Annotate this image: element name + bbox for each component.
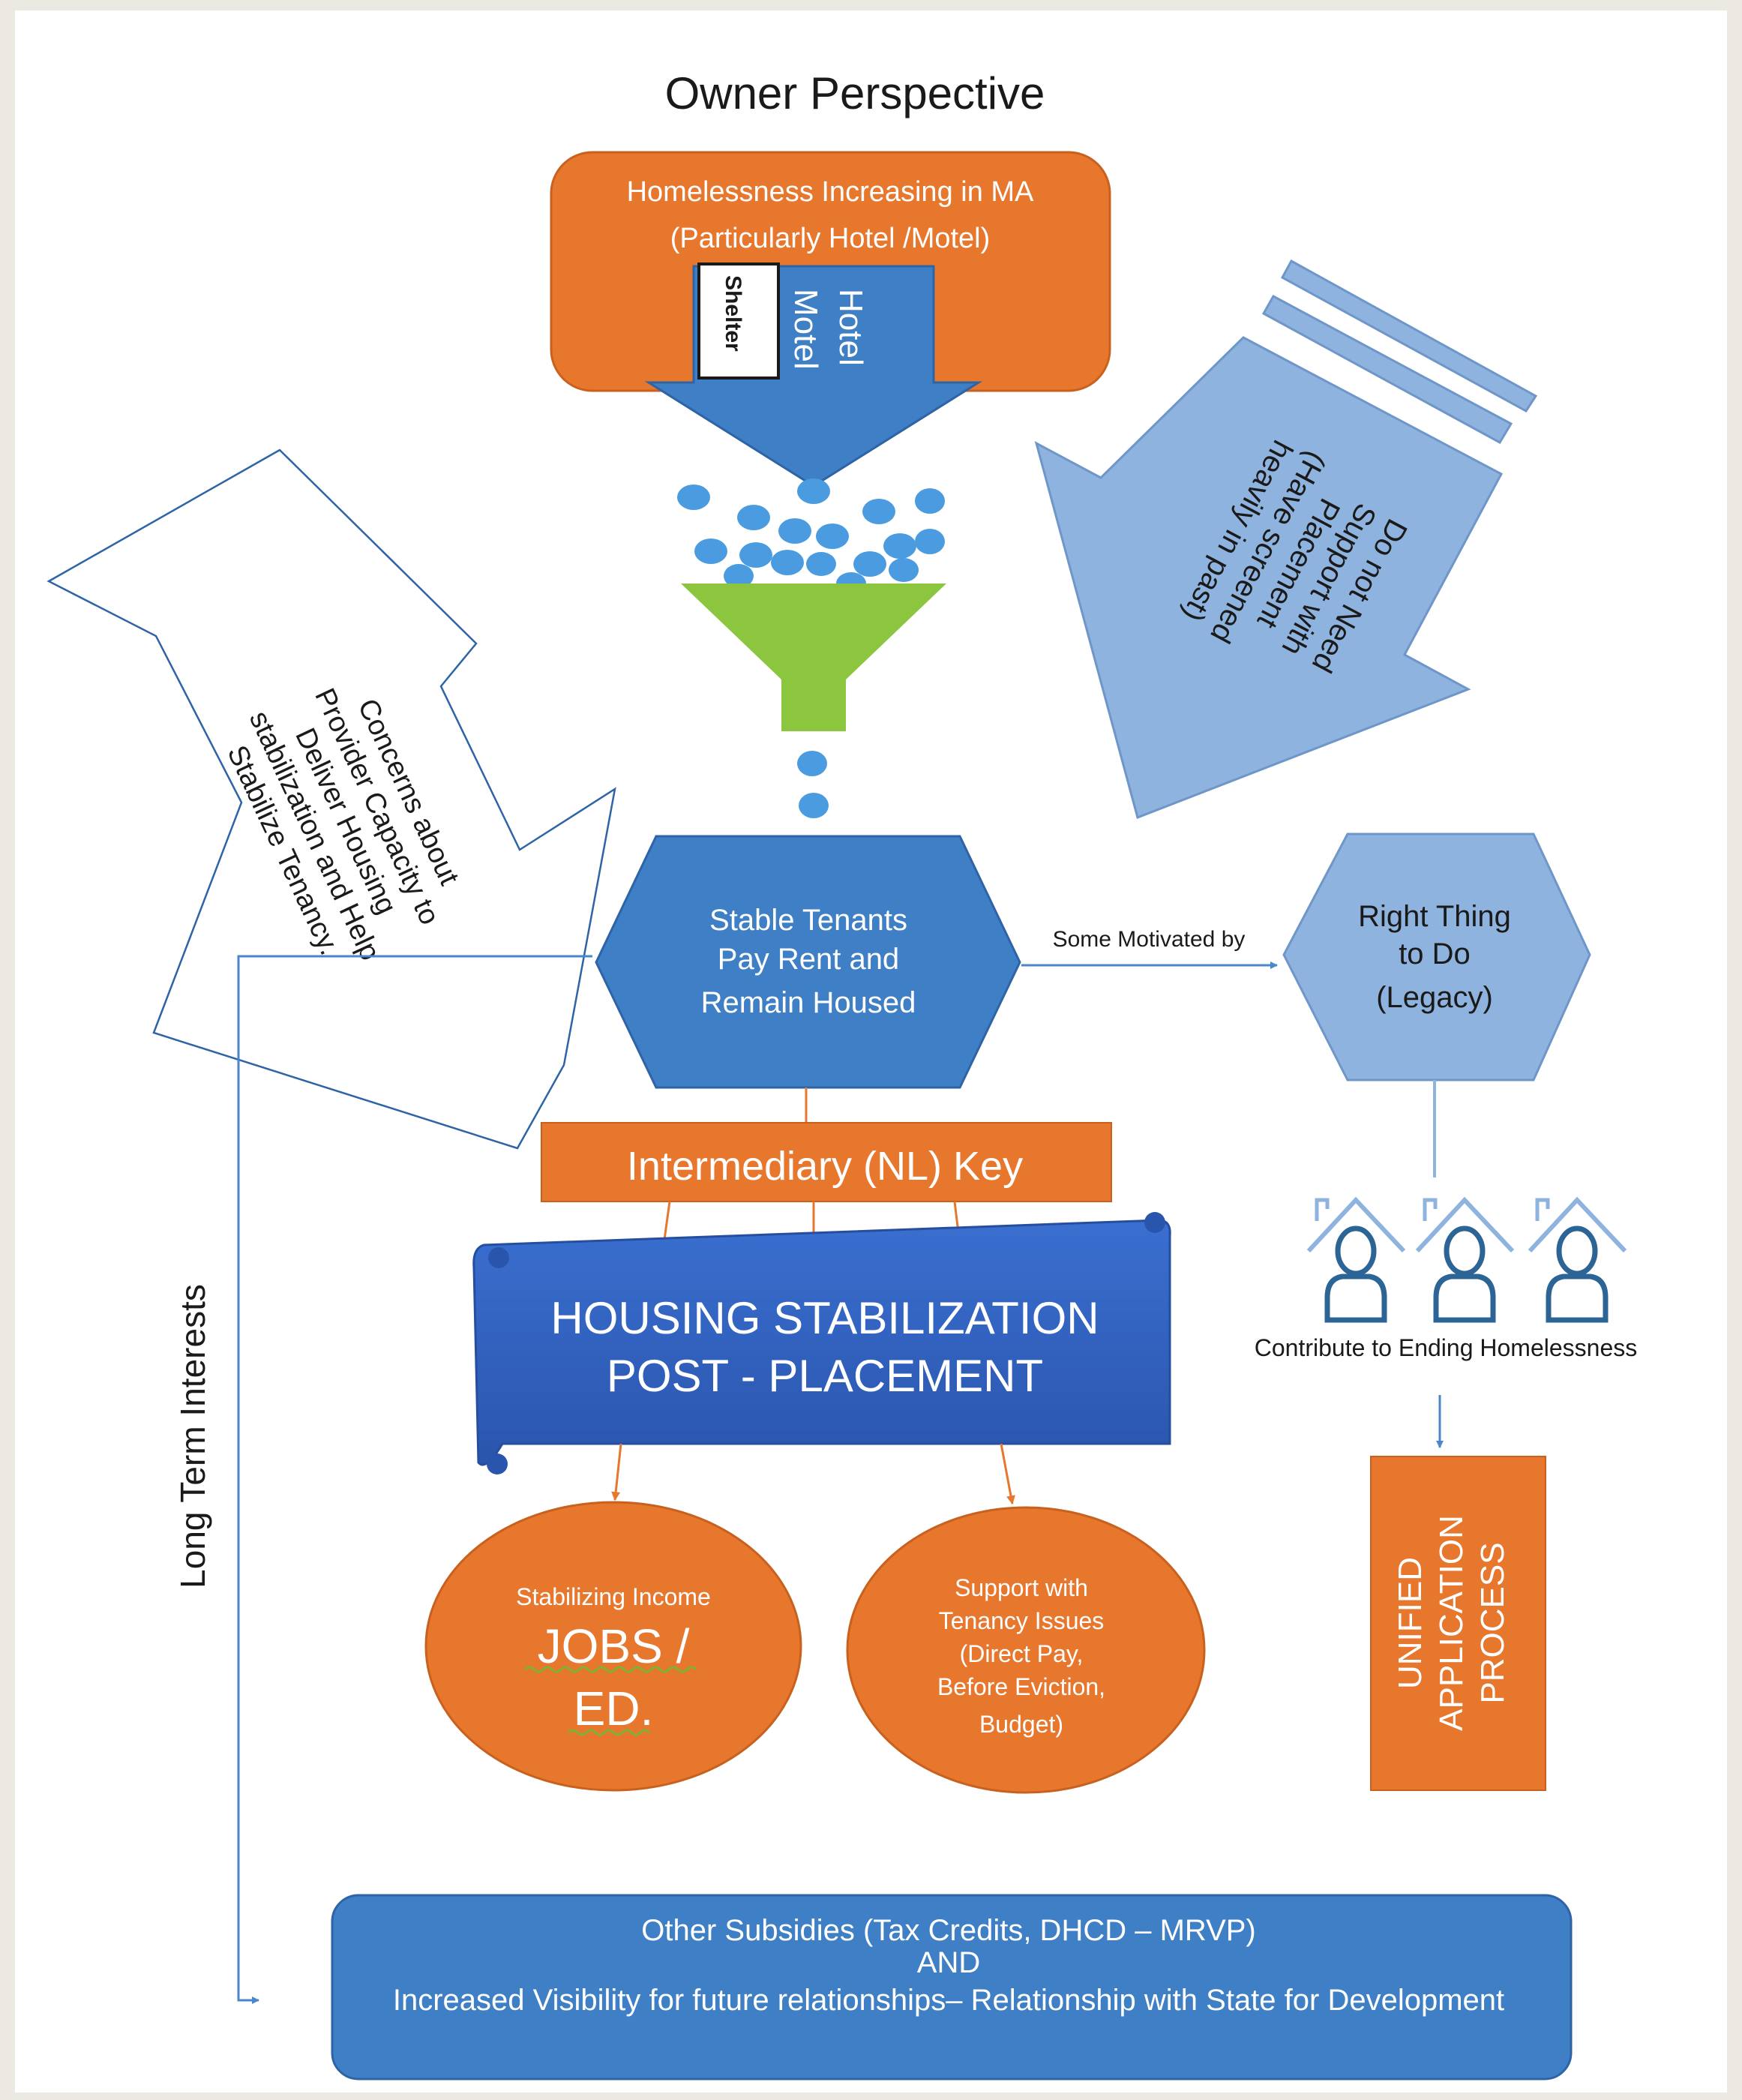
intermediary-label: Intermediary (NL) Key [627,1144,1023,1189]
subsidies-line3: Increased Visibility for future relation… [393,1984,1504,2017]
support-oval: Support with Tenancy Issues (Direct Pay,… [846,1506,1206,1794]
support-line1: Support with [955,1574,1088,1601]
stable-tenants-line2: Pay Rent and [718,943,899,976]
housing-stabilization-banner: HOUSING STABILIZATION POST - PLACEMENT [472,1212,1171,1474]
right-thing-hexagon: Right Thing to Do (Legacy) [1282,832,1591,1082]
subsidies-line1: Other Subsidies (Tax Credits, DHCD – MRV… [641,1914,1256,1947]
support-line2: Tenancy Issues [939,1607,1105,1634]
right-thing-line1: Right Thing [1358,900,1511,933]
page-title: Owner Perspective [665,68,1045,118]
long-term-connector [237,955,592,2004]
unified-line3: PROCESS [1474,1542,1511,1703]
people-dots [677,478,945,818]
shelter-box [697,262,780,380]
unified-application-box: UNIFIED APPLICATION PROCESS [1370,1456,1546,1791]
subsidies-line2: AND [917,1946,980,1979]
intermediary-box: Intermediary (NL) Key [541,1122,1112,1202]
shelter-label: Shelter [721,275,745,352]
motivated-label: Some Motivated by [1053,927,1246,952]
hotel-label: Hotel [832,289,869,366]
house-person-icon [1528,1196,1627,1323]
jobs-oval: Stabilizing Income JOBS / ED. [424,1501,802,1792]
funnel-shape [681,584,946,731]
right-thing-line2: to Do [1399,938,1471,970]
stable-tenants-line3: Remain Housed [701,986,916,1019]
support-line3: (Direct Pay, [960,1640,1084,1667]
jobs-big-line1: JOBS / [538,1619,690,1673]
housing-banner-line1: HOUSING STABILIZATION [550,1293,1099,1343]
right-thing-line3: (Legacy) [1376,981,1493,1014]
support-line5: Budget) [979,1711,1063,1738]
unified-line2: APPLICATION [1433,1515,1470,1731]
other-subsidies-box: Other Subsidies (Tax Credits, DHCD – MRV… [331,1894,1573,2080]
concerns-arrow: Concerns about Provider Capacity to Deli… [46,448,616,1150]
no-support-arrow: Do not Need Support with Placement (Have… [1034,259,1538,820]
spellcheck-underline [523,1666,697,1673]
stable-tenants-line1: Stable Tenants [709,904,907,937]
jobs-small-label: Stabilizing Income [516,1583,711,1610]
stable-tenants-hexagon: Stable Tenants Pay Rent and Remain House… [595,835,1021,1089]
jobs-big-line2: ED. [574,1682,654,1736]
support-line4: Before Eviction, [937,1673,1105,1700]
spellcheck-underline-2 [567,1729,651,1736]
homelessness-line1: Homelessness Increasing in MA [627,176,1034,208]
banner-to-jobs-connector [611,1443,622,1502]
homelessness-line2: (Particularly Hotel /Motel) [670,223,991,254]
unified-line1: UNIFIED [1392,1557,1429,1689]
houses-icon-group [1306,1196,1627,1323]
banner-to-support-connector [1000,1443,1015,1505]
motel-label: Motel [787,289,824,370]
houses-caption: Contribute to Ending Homelessness [1255,1334,1638,1361]
house-person-icon [1306,1196,1406,1323]
house-person-icon [1415,1196,1515,1323]
long-term-label: Long Term Interests [173,1284,212,1588]
hotel-motel-arrow: Hotel Motel Shelter [644,262,983,488]
housing-banner-line2: POST - PLACEMENT [607,1351,1043,1401]
